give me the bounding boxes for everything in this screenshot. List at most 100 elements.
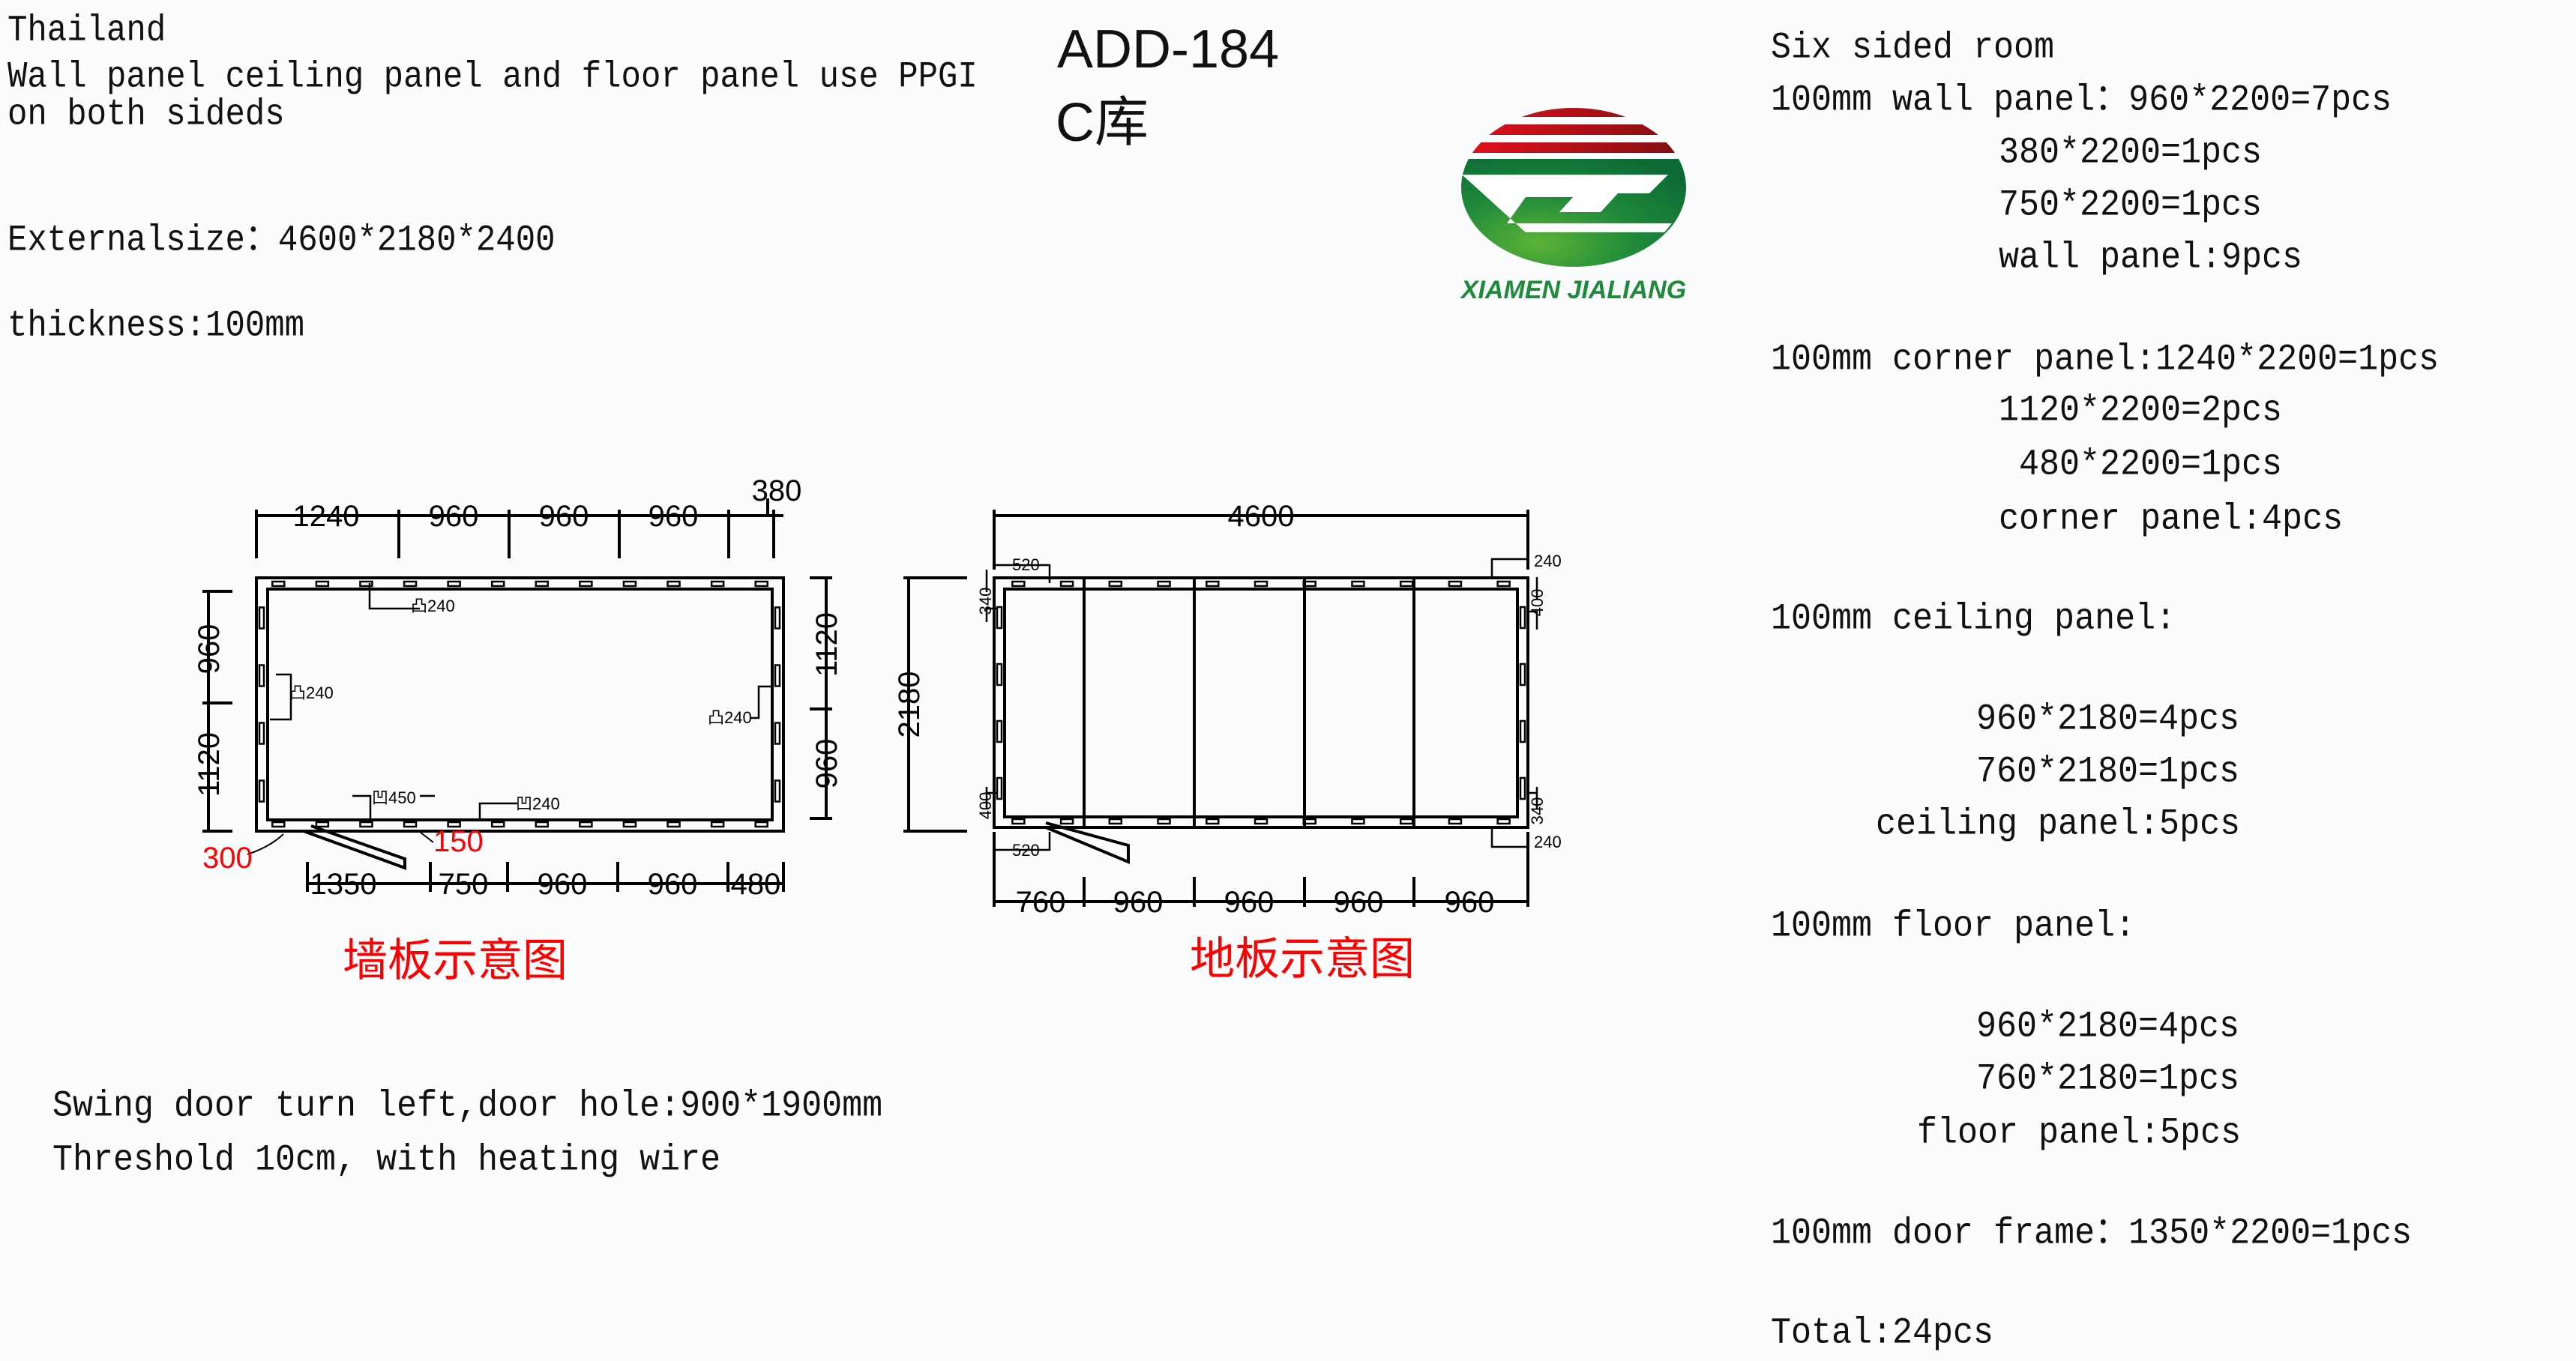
slot-marker — [1351, 580, 1365, 588]
thickness: thickness:100mm — [7, 305, 305, 348]
wall-slot-markers — [258, 580, 781, 828]
small-dim-label: 520 — [1012, 841, 1040, 860]
small-dim-label: 240 — [1534, 833, 1562, 851]
slot-marker — [1059, 818, 1074, 825]
slot-marker — [1351, 818, 1365, 825]
dim-label: 1120 — [810, 612, 843, 677]
slot-marker — [1448, 818, 1463, 825]
slot-marker — [1519, 719, 1526, 743]
material-note-cont: on both sideds — [7, 94, 285, 136]
dim-label: 960 — [193, 624, 226, 675]
dim-label: 960 — [1334, 886, 1384, 919]
dim-label: 480 — [731, 868, 781, 901]
dim-label: 960 — [429, 500, 479, 533]
bom-line: 100mm corner panel:1240*2200=1pcs — [1771, 339, 2440, 381]
dim-label: 380 — [752, 474, 802, 507]
slot-marker — [996, 719, 1003, 743]
small-dim-label: 400 — [1528, 589, 1547, 617]
door-swing — [1045, 821, 1130, 865]
bom-total: Total:24pcs — [1771, 1312, 1994, 1355]
bom-line: 760*2180=1pcs — [1976, 1058, 2240, 1101]
dim-label: 760 — [1016, 886, 1066, 919]
slot-marker — [996, 606, 1003, 630]
slot-marker — [666, 580, 681, 588]
red-dim-label: 150 — [433, 825, 484, 858]
annotation: 凹450 — [372, 788, 416, 807]
annotation: 凸240 — [411, 597, 455, 615]
slot-marker — [1254, 818, 1269, 825]
wall-inner-outline — [266, 588, 774, 821]
material-note: Wall panel ceiling panel and floor panel… — [7, 56, 978, 99]
slot-marker — [490, 821, 505, 828]
wall-outer-outline — [255, 576, 785, 833]
small-dim-label: 400 — [976, 792, 995, 820]
slot-marker — [1157, 580, 1171, 588]
door-swing — [303, 824, 406, 870]
slot-marker — [579, 821, 593, 828]
dim-label: 960 — [648, 868, 698, 901]
bom-line: floor panel:5pcs — [1917, 1112, 2242, 1155]
bom-line: 960*2180=4pcs — [1976, 1006, 2240, 1048]
slot-marker — [1302, 818, 1316, 825]
small-dim-label: 340 — [1528, 797, 1547, 825]
slot-marker — [403, 580, 418, 588]
slot-marker — [1496, 818, 1511, 825]
bom-line: 760*2180=1pcs — [1976, 751, 2240, 794]
slot-marker — [359, 821, 373, 828]
slot-marker — [774, 664, 781, 687]
floor-inner-outline — [1003, 588, 1519, 818]
slot-marker — [754, 821, 768, 828]
bom-line: 480*2200=1pcs — [2019, 444, 2283, 486]
bom-line: 960*2180=4pcs — [1976, 698, 2240, 741]
slot-marker — [1302, 580, 1316, 588]
bom-line: 1120*2200=2pcs — [1999, 390, 2283, 432]
slot-marker — [535, 580, 550, 588]
bom-line: 100mm ceiling panel: — [1771, 598, 2176, 641]
slot-marker — [666, 821, 681, 828]
slot-marker — [447, 821, 461, 828]
door-note: Swing door turn left,door hole:900*1900m… — [52, 1085, 883, 1128]
slot-marker — [1108, 580, 1123, 588]
slot-marker — [1399, 818, 1414, 825]
slot-marker — [754, 580, 768, 588]
annotation: 凸240 — [289, 683, 334, 702]
dim-label: 960 — [1445, 886, 1495, 919]
wall-panel-diagram — [202, 498, 832, 892]
slot-marker — [622, 821, 637, 828]
wall-diagram-caption: 墙板示意图 — [343, 935, 568, 986]
slot-marker — [996, 663, 1003, 686]
slot-marker — [403, 821, 418, 828]
external-size: Externalsize：4600*2180*2400 — [7, 220, 556, 262]
dim-label: 4600 — [1228, 500, 1295, 533]
drawing-subtitle: C库 — [1056, 93, 1149, 153]
threshold-note: Threshold 10cm, with heating wire — [52, 1139, 721, 1182]
dim-label: 960 — [1224, 886, 1275, 919]
company-logo: XIAMEN JIALIANG — [1460, 108, 1686, 304]
annotation: 凹240 — [516, 794, 560, 813]
bom-line: 380*2200=1pcs — [1999, 132, 2263, 175]
dim-label: 1120 — [193, 732, 226, 797]
drawing-code: ADD-184 — [1057, 19, 1280, 79]
slot-marker — [1519, 663, 1526, 686]
slot-marker — [535, 821, 550, 828]
floor-outer-outline — [993, 576, 1529, 829]
slot-marker — [490, 580, 505, 588]
slot-marker — [774, 606, 781, 630]
slot-marker — [996, 776, 1003, 800]
bom-line: 100mm door frame：1350*2200=1pcs — [1771, 1213, 2413, 1255]
annotation: 凸240 — [708, 708, 752, 727]
small-dim-label: 340 — [976, 588, 995, 615]
dim-label: 960 — [1113, 886, 1164, 919]
dim-label: 2180 — [893, 672, 926, 738]
slot-marker — [710, 580, 725, 588]
slot-marker — [710, 821, 725, 828]
country-label: Thailand — [7, 10, 166, 52]
red-dim-label: 300 — [202, 842, 253, 875]
bom-line: corner panel:4pcs — [1999, 498, 2344, 541]
slot-marker — [1108, 818, 1123, 825]
slot-marker — [447, 580, 461, 588]
slot-marker — [1011, 818, 1026, 825]
slot-marker — [258, 779, 265, 803]
dim-label: 1350 — [310, 868, 377, 901]
